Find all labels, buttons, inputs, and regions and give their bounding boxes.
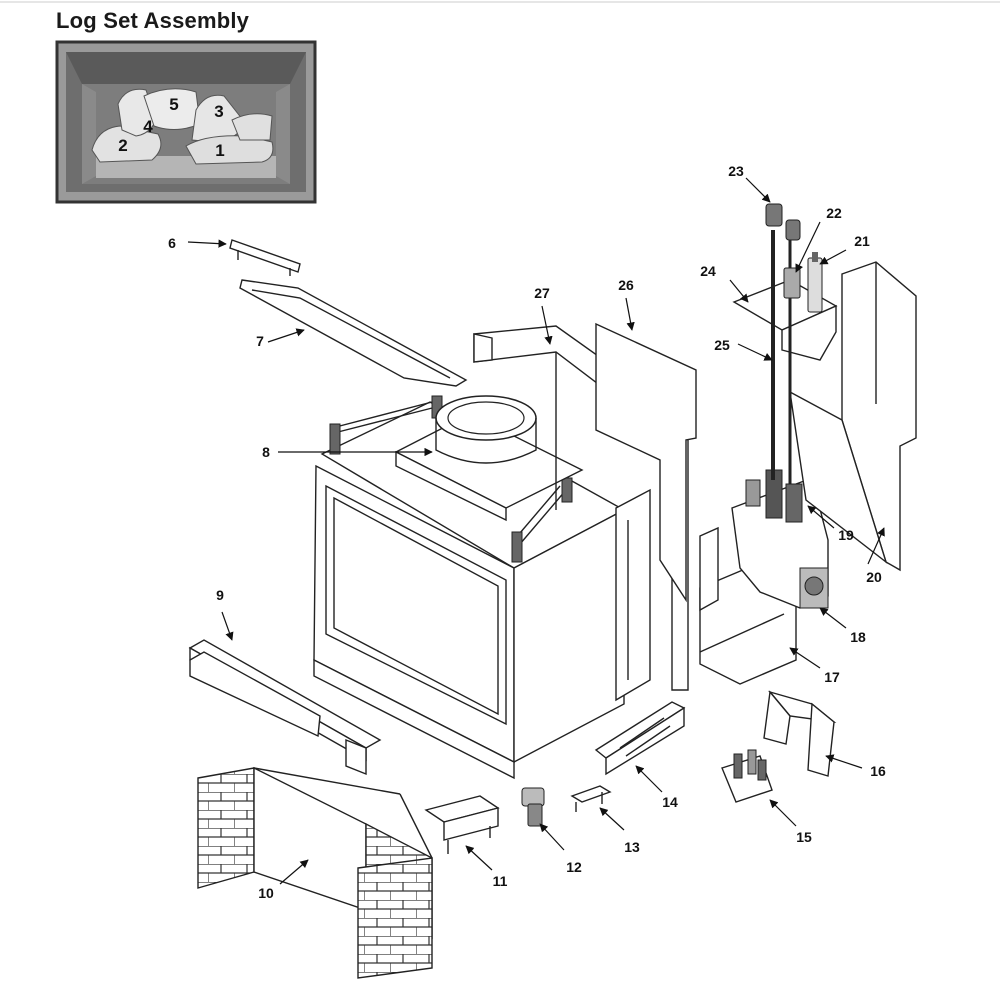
callout-17: 17 bbox=[824, 669, 840, 685]
callout-8: 8 bbox=[262, 444, 270, 460]
part-7-top-plate bbox=[239, 279, 468, 387]
page-title: Log Set Assembly bbox=[56, 8, 250, 33]
log-label-4: 4 bbox=[143, 117, 153, 136]
part-11-bracket bbox=[424, 795, 500, 854]
part-10-brick-liner bbox=[197, 766, 433, 979]
callout-27: 27 bbox=[534, 285, 550, 301]
callout-14: 14 bbox=[662, 794, 678, 810]
callout-16: 16 bbox=[870, 763, 886, 779]
callout-15: 15 bbox=[796, 829, 812, 845]
callout-26: 26 bbox=[618, 277, 634, 293]
part-26-sheet bbox=[595, 322, 697, 603]
part-20-heat-shield bbox=[789, 261, 917, 572]
callout-20: 20 bbox=[866, 569, 882, 585]
part-9-front-rail bbox=[188, 639, 382, 776]
part-13-clip bbox=[570, 785, 612, 812]
firebox-body bbox=[313, 395, 651, 780]
callout-9: 9 bbox=[216, 587, 224, 603]
callout-24: 24 bbox=[700, 263, 716, 279]
callout-23: 23 bbox=[728, 163, 744, 179]
callout-25: 25 bbox=[714, 337, 730, 353]
callout-6: 6 bbox=[168, 235, 176, 251]
part-18-19-gas-valve bbox=[731, 469, 829, 609]
callout-11: 11 bbox=[493, 873, 508, 889]
part-16-shield bbox=[763, 690, 837, 777]
log-set-photo: 1 2 3 4 5 bbox=[55, 40, 317, 204]
log-label-2: 2 bbox=[118, 136, 127, 155]
callout-22: 22 bbox=[826, 205, 842, 221]
callout-13: 13 bbox=[624, 839, 640, 855]
callout-21: 21 bbox=[854, 233, 870, 249]
log-label-1: 1 bbox=[215, 141, 224, 160]
log-label-3: 3 bbox=[214, 102, 223, 121]
callout-12: 12 bbox=[566, 859, 582, 875]
part-15-pilot bbox=[721, 749, 773, 803]
callout-numbers: 6 7 8 9 10 11 12 13 14 15 16 17 18 19 20… bbox=[168, 163, 886, 901]
callout-18: 18 bbox=[850, 629, 866, 645]
leader-lines bbox=[187, 177, 885, 885]
log-label-5: 5 bbox=[169, 95, 178, 114]
standoff-springs bbox=[329, 395, 573, 563]
part-14-burner-tray bbox=[594, 701, 686, 776]
part-12-fitting bbox=[521, 787, 545, 827]
part-21-23-controls bbox=[765, 203, 823, 313]
part-6-bracket bbox=[229, 239, 301, 276]
callout-10: 10 bbox=[258, 885, 274, 901]
callout-7: 7 bbox=[256, 333, 264, 349]
callout-19: 19 bbox=[838, 527, 854, 543]
